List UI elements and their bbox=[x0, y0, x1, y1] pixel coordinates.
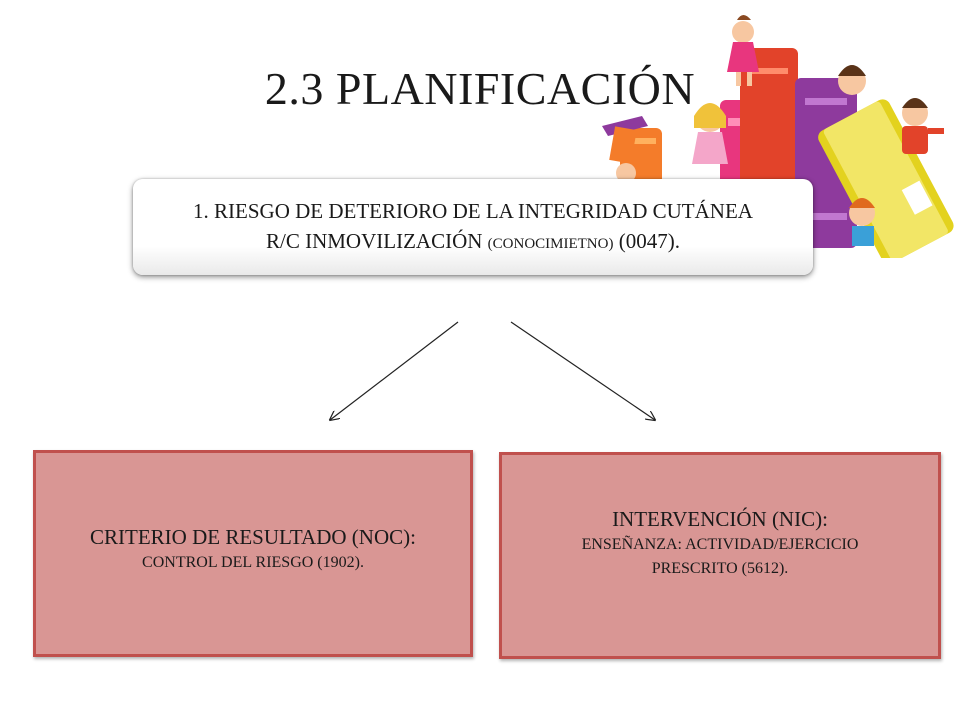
noc-detail: CONTROL DEL RIESGO (1902). bbox=[142, 554, 364, 571]
slide-title: 2.3 PLANIFICACIÓN bbox=[264, 63, 696, 114]
yellow-book bbox=[818, 99, 954, 258]
child-brown-hair bbox=[838, 65, 866, 95]
nic-detail-line-2: PRESCRITO (5612). bbox=[651, 560, 789, 577]
child-orange-hair bbox=[849, 198, 875, 246]
diagnosis-code: (0047). bbox=[613, 228, 680, 253]
diagnosis-qualifier: (CONOCIMIETNO) bbox=[487, 235, 614, 252]
child-red-shirt bbox=[902, 98, 944, 154]
noc-outcome-box: CRITERIO DE RESULTADO (NOC): CONTROL DEL… bbox=[33, 450, 473, 657]
child-cartwheel bbox=[602, 116, 648, 183]
arrow-to-noc bbox=[330, 321, 459, 420]
nic-intervention-box: INTERVENCIÓN (NIC): ENSEÑANZA: ACTIVIDAD… bbox=[499, 452, 941, 659]
nic-detail-line-1: ENSEÑANZA: ACTIVIDAD/EJERCICIO bbox=[581, 536, 859, 553]
child-blonde bbox=[692, 103, 728, 164]
diagnosis-related-factor: R/C INMOVILIZACIÓN bbox=[266, 228, 488, 253]
nic-heading: INTERVENCIÓN (NIC): bbox=[612, 507, 828, 531]
diagnosis-line-2: R/C INMOVILIZACIÓN (CONOCIMIETNO) (0047)… bbox=[193, 226, 753, 259]
arrow-to-nic bbox=[510, 321, 655, 420]
noc-heading: CRITERIO DE RESULTADO (NOC): bbox=[90, 525, 416, 549]
diagnosis-line-1: 1. RIESGO DE DETERIORO DE LA INTEGRIDAD … bbox=[193, 198, 753, 223]
nursing-diagnosis-box: 1. RIESGO DE DETERIORO DE LA INTEGRIDAD … bbox=[133, 179, 813, 275]
child-pink-dress bbox=[727, 15, 759, 86]
nursing-diagnosis-text: 1. RIESGO DE DETERIORO DE LA INTEGRIDAD … bbox=[193, 196, 753, 259]
